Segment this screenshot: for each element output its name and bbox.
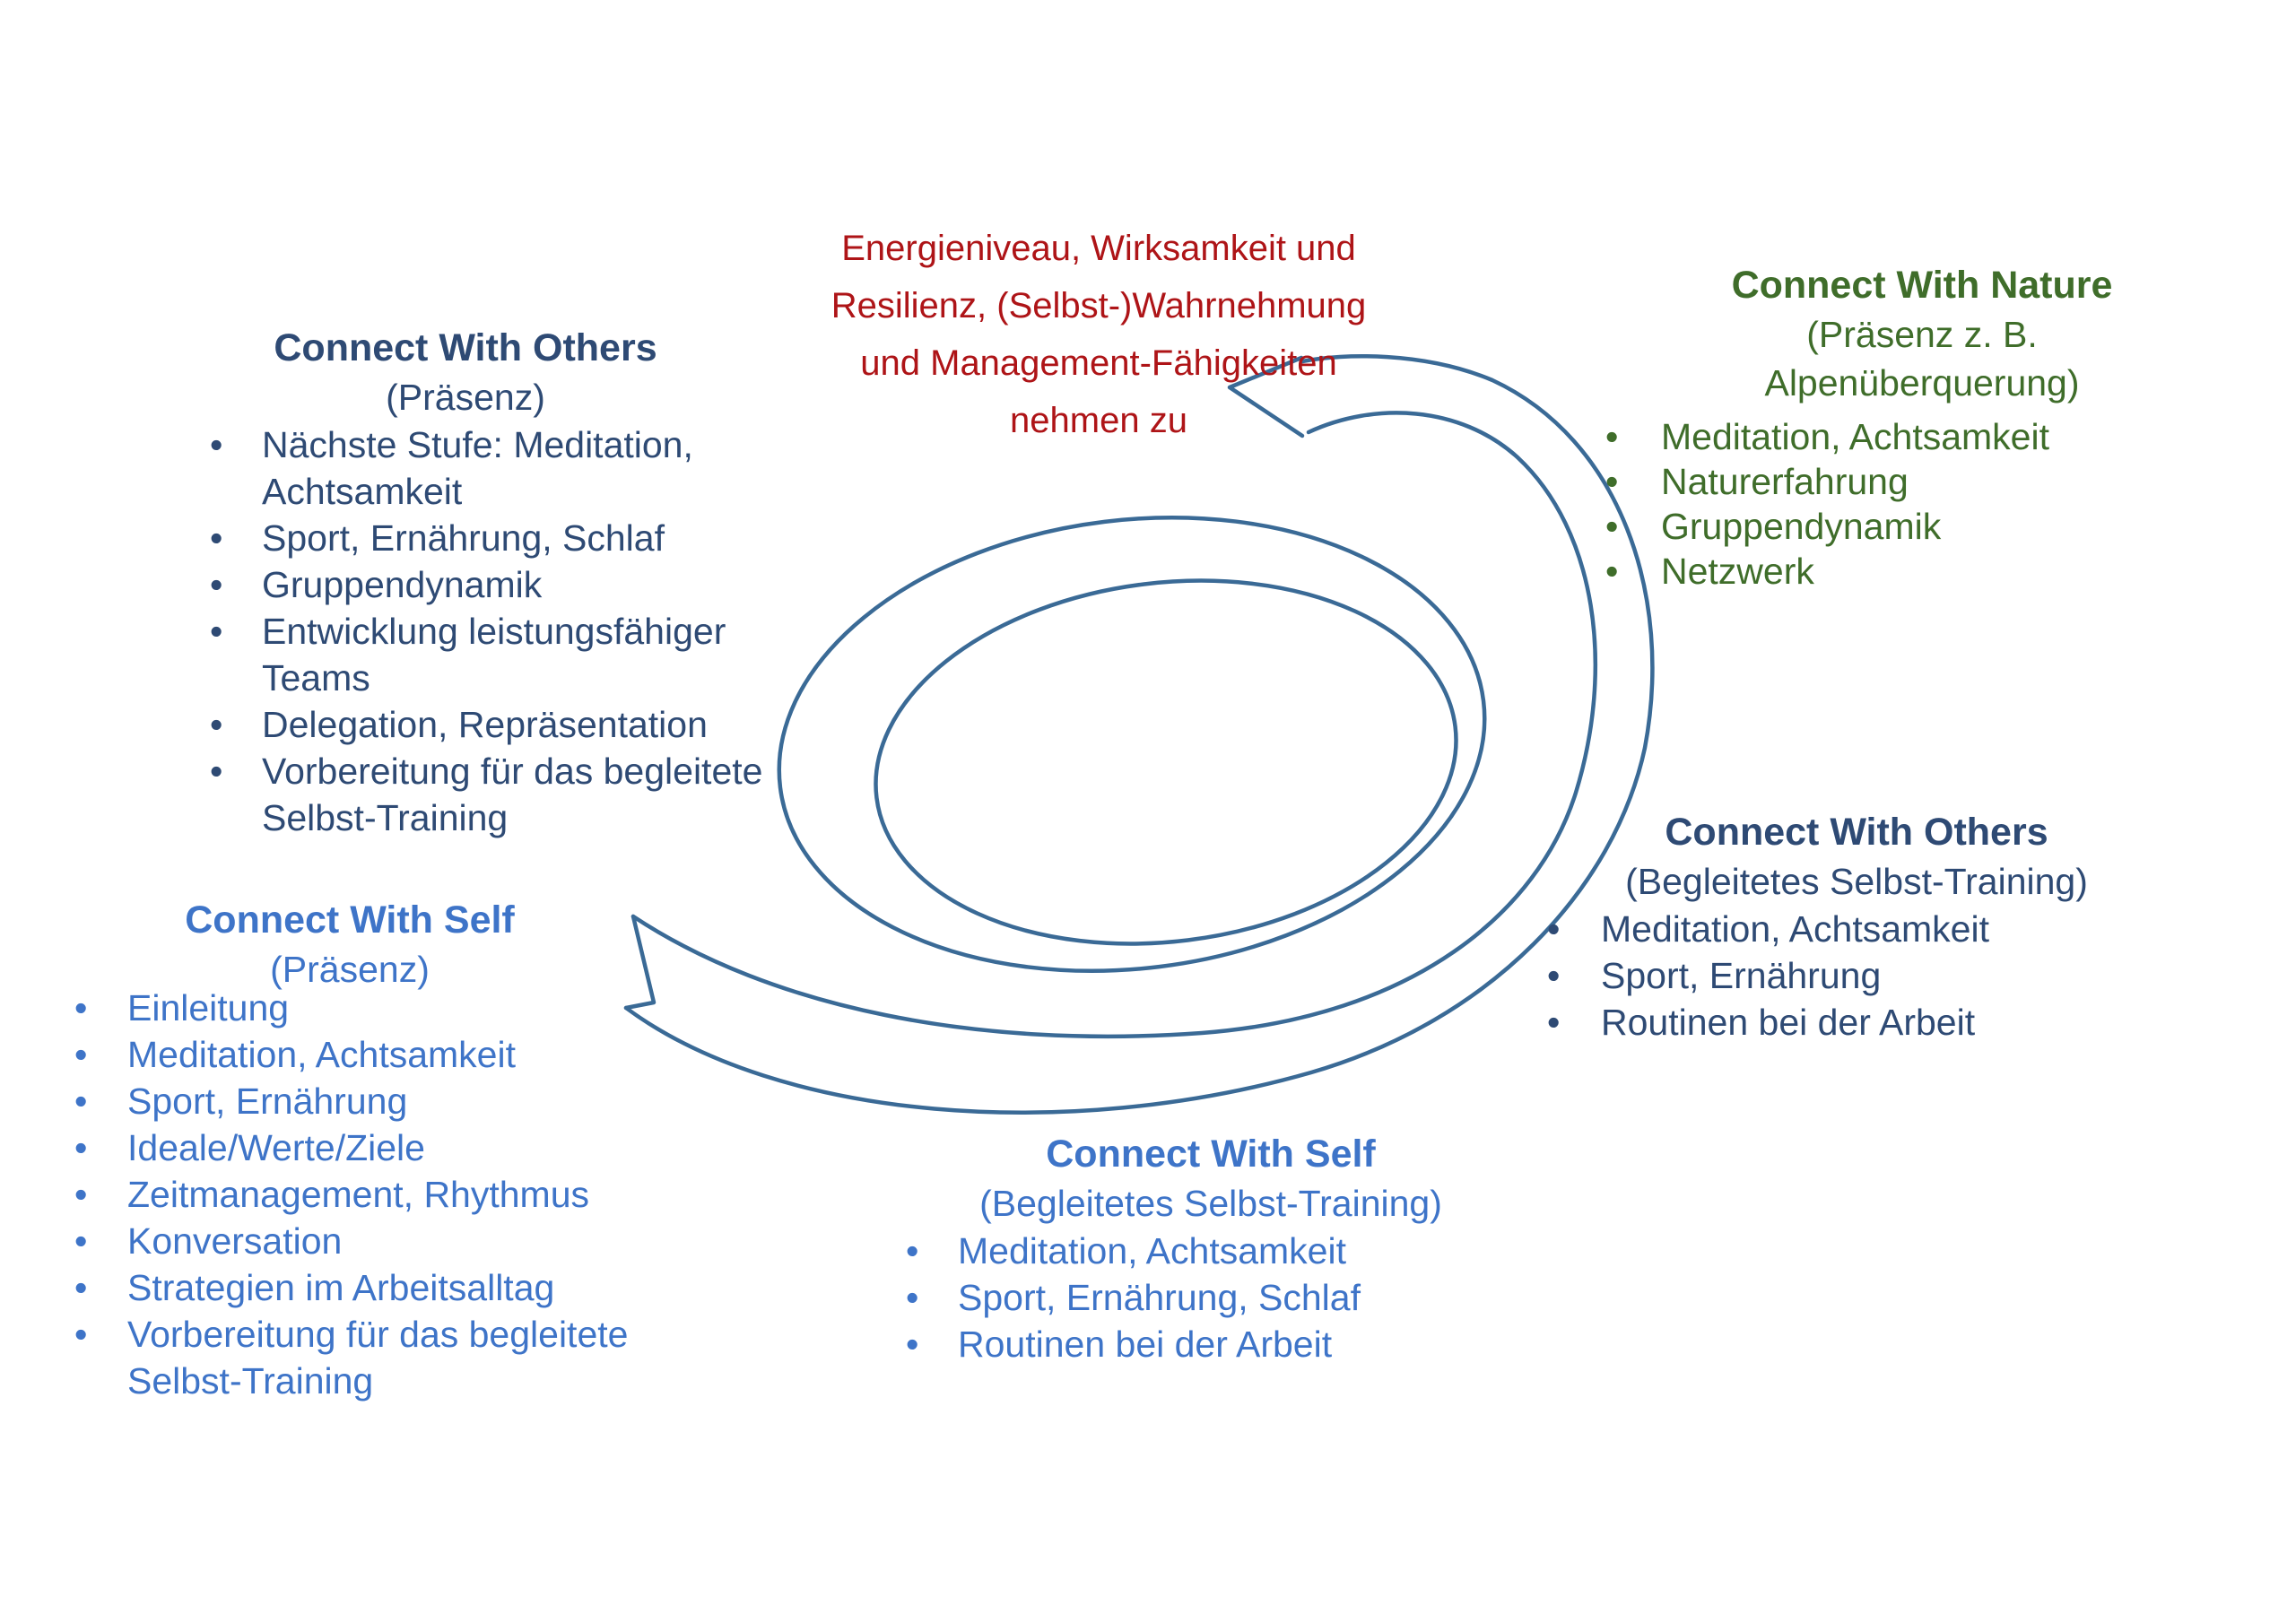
list-item: Nächste Stufe: Meditation, Achtsamkeit — [210, 421, 802, 515]
spiral-loop-inner — [874, 578, 1458, 946]
list-item: Routinen bei der Arbeit — [906, 1321, 1534, 1367]
block-connect-with-nature-praesenz: Connect With Nature (Präsenz z. B. Alpen… — [1588, 260, 2256, 594]
list-item: Meditation, Achtsamkeit — [1605, 414, 2224, 459]
list-item: Einleitung — [74, 985, 666, 1031]
list-item: Vorbereitung für das begleitete Selbst-T… — [210, 748, 802, 841]
bullet-list: Nächste Stufe: Meditation, AchtsamkeitSp… — [210, 421, 802, 841]
bullet-list: Meditation, AchtsamkeitSport, Ernährung,… — [906, 1228, 1534, 1367]
block-subtitle: Alpenüberquerung) — [1764, 362, 2080, 404]
block-subtitle: (Präsenz z. B. — [1806, 314, 2038, 355]
list-item: Routinen bei der Arbeit — [1547, 999, 2175, 1046]
list-item: Naturerfahrung — [1605, 459, 2224, 504]
list-item: Sport, Ernährung — [1547, 952, 2175, 999]
list-item: Vorbereitung für das begleitete Selbst-T… — [74, 1311, 666, 1404]
list-item: Sport, Ernährung — [74, 1078, 666, 1124]
list-item: Netzwerk — [1605, 549, 2224, 594]
bullet-list: Meditation, AchtsamkeitSport, ErnährungR… — [1547, 906, 2175, 1046]
list-item: Meditation, Achtsamkeit — [1547, 906, 2175, 952]
growth-annotation: Energieniveau, Wirksamkeit und Resilienz… — [789, 220, 1408, 449]
block-title: Connect With Nature — [1731, 264, 2113, 307]
list-item: Konversation — [74, 1218, 666, 1264]
block-connect-with-others-selbsttraining: Connect With Others (Begleitetes Selbst-… — [1525, 807, 2188, 1046]
spiral-arrowhead — [1227, 355, 1305, 438]
bullet-list: Meditation, AchtsamkeitNaturerfahrungGru… — [1605, 414, 2224, 594]
list-item: Meditation, Achtsamkeit — [74, 1031, 666, 1078]
spiral-band-outer-edge — [623, 354, 1655, 1115]
list-item: Sport, Ernährung, Schlaf — [210, 515, 802, 561]
block-title: Connect With Others — [1665, 811, 2048, 854]
list-item: Strategien im Arbeitsalltag — [74, 1264, 666, 1311]
block-connect-with-self-praesenz: Connect With Self (Präsenz) EinleitungMe… — [36, 895, 664, 1404]
list-item: Delegation, Repräsentation — [210, 701, 802, 748]
block-subtitle: (Begleitetes Selbst-Training) — [1625, 861, 2088, 902]
list-item: Meditation, Achtsamkeit — [906, 1228, 1534, 1274]
list-item: Sport, Ernährung, Schlaf — [906, 1274, 1534, 1321]
list-item: Gruppendynamik — [1605, 504, 2224, 549]
block-subtitle: (Begleitetes Selbst-Training) — [979, 1183, 1442, 1224]
block-title: Connect With Self — [185, 898, 515, 942]
block-subtitle: (Präsenz) — [270, 949, 430, 990]
annotation-line: und Management-Fähigkeiten — [860, 343, 1337, 383]
block-connect-with-self-selbsttraining: Connect With Self (Begleitetes Selbst-Tr… — [879, 1129, 1543, 1367]
annotation-line: nehmen zu — [1010, 401, 1187, 440]
annotation-line: Energieniveau, Wirksamkeit und — [841, 229, 1356, 268]
block-title: Connect With Self — [1046, 1133, 1376, 1176]
list-item: Gruppendynamik — [210, 561, 802, 608]
list-item: Entwicklung leistungsfähiger Teams — [210, 608, 802, 701]
list-item: Ideale/Werte/Ziele — [74, 1124, 666, 1171]
block-title: Connect With Others — [274, 326, 657, 369]
block-subtitle: (Präsenz) — [386, 377, 545, 418]
annotation-line: Resilienz, (Selbst-)Wahrnehmung — [831, 286, 1367, 325]
bullet-list: EinleitungMeditation, AchtsamkeitSport, … — [74, 985, 666, 1404]
spiral-loop-outer — [777, 515, 1487, 974]
spiral-band-inner-edge — [631, 411, 1598, 1039]
list-item: Zeitmanagement, Rhythmus — [74, 1171, 666, 1218]
block-connect-with-others-praesenz: Connect With Others (Präsenz) Nächste St… — [129, 323, 802, 841]
